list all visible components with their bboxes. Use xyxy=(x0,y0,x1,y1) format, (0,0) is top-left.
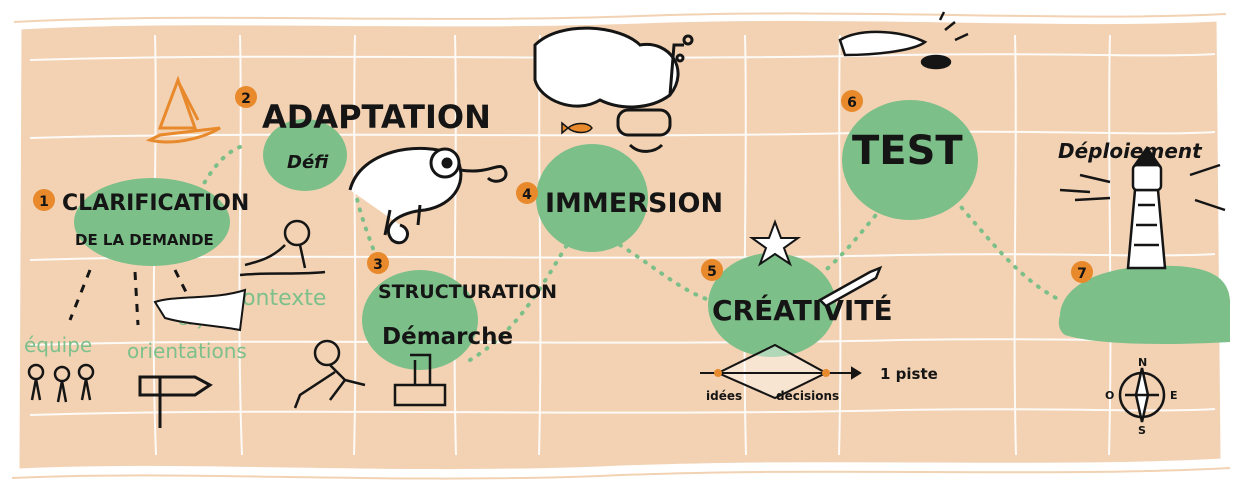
lighthouse-icon xyxy=(1059,145,1226,270)
chameleon-icon xyxy=(348,147,508,245)
sailboat-icon xyxy=(145,75,221,144)
compass-o: O xyxy=(1105,389,1114,402)
fish-icon xyxy=(561,121,593,135)
step-2-number: 2 xyxy=(241,91,251,107)
blob-adaptation xyxy=(263,119,347,191)
blob-deploiement xyxy=(1058,265,1230,345)
signpost-icon xyxy=(138,375,213,428)
star-icon xyxy=(748,219,802,267)
diver-icon xyxy=(533,26,694,153)
annotation-equipe: équipe xyxy=(24,333,92,357)
step-badges: 1 2 3 4 5 6 7 xyxy=(33,86,1093,283)
team-icon xyxy=(27,363,95,403)
journey-path xyxy=(193,143,1062,362)
paper-border-line xyxy=(11,12,1231,480)
annotation-decisions: décisions xyxy=(776,389,839,403)
annotation-orientations: orientations xyxy=(127,339,247,363)
blob-immersion xyxy=(536,144,648,252)
step-1-title-line1: CLARIFICATION xyxy=(62,191,249,216)
step-7-title: Déploiement xyxy=(1058,139,1203,163)
annotation-contexte: contexte xyxy=(230,286,326,311)
step-7-number: 7 xyxy=(1077,266,1087,282)
blob-creativite xyxy=(708,253,836,357)
step-6-title: TEST xyxy=(852,128,963,174)
annotation-idees: idées xyxy=(706,389,742,403)
step-2-title: ADAPTATION xyxy=(262,98,491,136)
blob-clarification xyxy=(74,178,230,266)
step-5-title: CRÉATIVITÉ xyxy=(712,293,893,327)
explorer-icon xyxy=(239,219,326,277)
step-5-number: 5 xyxy=(707,264,717,280)
compass-n: N xyxy=(1138,356,1147,369)
compass-icon xyxy=(1118,367,1166,423)
step-4-title: IMMERSION xyxy=(545,188,723,219)
hand-button-icon xyxy=(838,11,969,70)
brush-icon xyxy=(817,265,883,308)
annotation-piste: 1 piste xyxy=(880,365,938,383)
flag-icon xyxy=(153,288,247,332)
step-2-subtitle: Défi xyxy=(287,152,329,173)
blob-test xyxy=(842,100,978,220)
step-4-number: 4 xyxy=(522,187,532,203)
step-1-title-line2: DE LA DEMANDE xyxy=(75,231,214,249)
step-3-title-line2: Démarche xyxy=(382,324,513,350)
worker-icon xyxy=(293,339,447,409)
compass-e: E xyxy=(1170,389,1178,402)
compass-s: S xyxy=(1138,424,1146,437)
step-3-number: 3 xyxy=(373,257,383,273)
step-1-number: 1 xyxy=(39,194,49,210)
step-6-number: 6 xyxy=(847,95,857,111)
decision-diagram xyxy=(700,343,862,400)
blob-structuration xyxy=(362,270,478,370)
step-3-title-line1: STRUCTURATION xyxy=(378,281,557,303)
